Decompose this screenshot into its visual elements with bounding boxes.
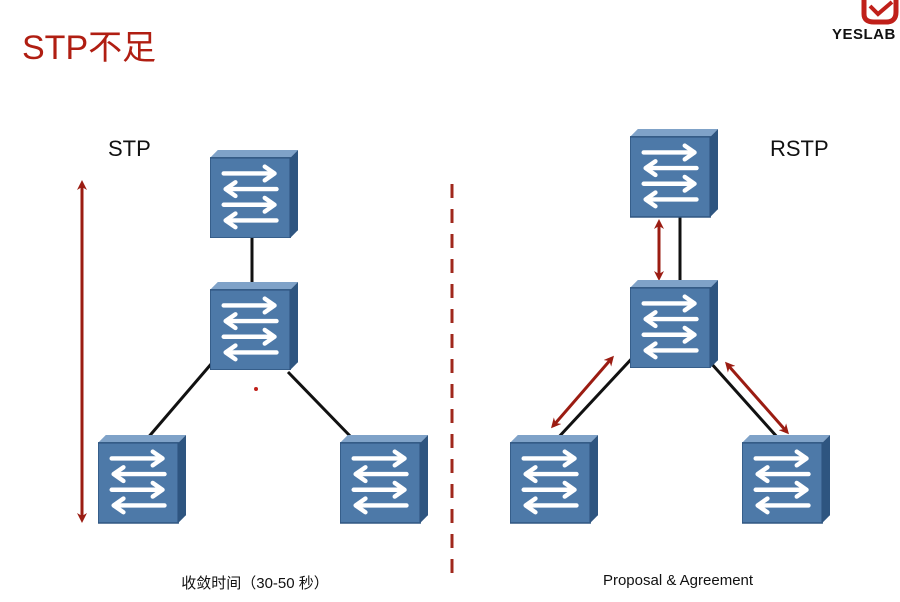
stp-link-left [144, 355, 220, 441]
stp-label: STP [108, 136, 151, 161]
rstp-arrow-left [551, 355, 614, 429]
switch-icon [210, 282, 298, 370]
logo-text: YESLAB [832, 26, 896, 43]
rstp-label: RSTP [770, 136, 829, 161]
rstp-link-left [554, 352, 638, 442]
switch-icon [742, 435, 830, 523]
yeslab-logo-icon [861, 0, 899, 25]
stp-links [144, 232, 354, 441]
yeslab-logo: YESLAB [828, 0, 900, 50]
slide-title: STP不足 [22, 29, 157, 67]
switch-icon [210, 150, 298, 238]
switch-icon [630, 129, 718, 217]
rstp-arrow-right [725, 361, 789, 435]
switch-icon [630, 280, 718, 368]
switch-icon [340, 435, 428, 523]
switch-icon [510, 435, 598, 523]
stp-caption: 收敛时间（30-50 秒） [181, 575, 329, 592]
stp-link-right [286, 370, 354, 440]
stray-dot [254, 387, 258, 391]
rstp-caption: Proposal & Agreement [602, 572, 754, 589]
switch-icon [98, 435, 186, 523]
rstp-link-right [708, 360, 780, 440]
